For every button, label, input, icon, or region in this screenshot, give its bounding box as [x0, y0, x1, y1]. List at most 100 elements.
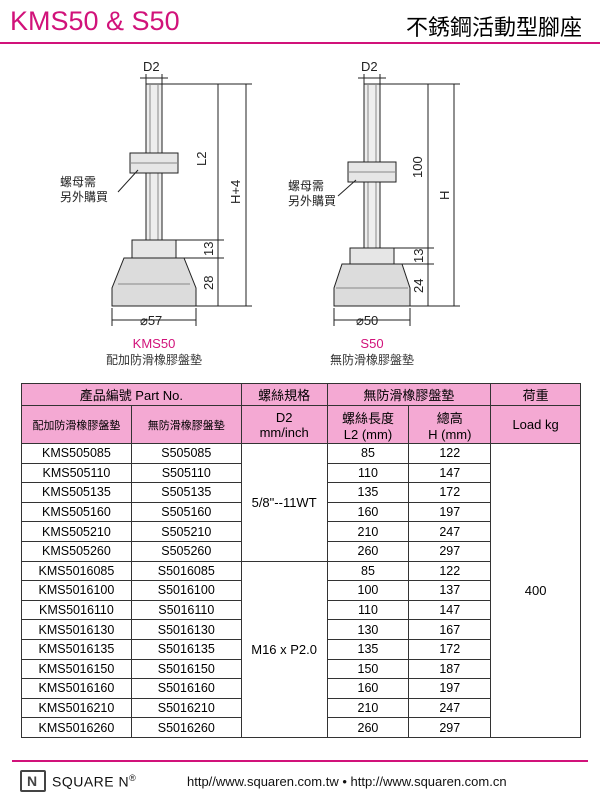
header-h: 總高 H (mm) [408, 405, 492, 444]
part-no-without-pad: S5016210 [130, 697, 242, 719]
header-d2-label: D2 [275, 409, 293, 425]
header-load-kg: Load kg [490, 405, 581, 444]
s50-d2-label: D2 [361, 59, 378, 74]
drawings-svg: D2 L2 H+4 13 28 ⌀57 螺母需 另外購買 D2 100 H 13… [60, 59, 460, 328]
s50-base [333, 263, 411, 307]
header-divider [0, 42, 600, 44]
part-no-without-pad: S5016160 [130, 678, 242, 699]
spec-table: 產品編號 Part No. 螺絲規格 無防滑橡膠盤墊 荷重 配加防滑橡膠盤墊 無… [21, 383, 581, 738]
part-no-without-pad: S505160 [130, 501, 242, 523]
kms50-dia-label: ⌀57 [140, 313, 162, 328]
s50-drawing [333, 74, 460, 326]
total-height: 247 [408, 521, 492, 542]
drawing-labels: D2 L2 H+4 13 28 ⌀57 螺母需 另外購買 D2 100 H 13… [60, 59, 452, 328]
screw-length: 110 [326, 599, 410, 621]
part-no-without-pad: S5016100 [130, 580, 242, 601]
kms50-l2-label: L2 [194, 152, 209, 166]
screw-length: 135 [326, 482, 410, 503]
part-no-without-pad: S505085 [130, 443, 242, 464]
total-height: 297 [408, 717, 492, 738]
total-height: 137 [408, 580, 492, 601]
part-no-with-pad: KMS5016085 [21, 560, 132, 582]
page-header: KMS50 & S50 不銹鋼活動型腳座 [0, 0, 600, 44]
s50-24-label: 24 [411, 279, 426, 293]
screw-length: 260 [326, 717, 410, 738]
part-no-with-pad: KMS505260 [21, 540, 132, 562]
page-footer: N SQUARE N® http//www.squaren.com.tw • h… [12, 768, 588, 796]
part-no-without-pad: S5016110 [130, 599, 242, 621]
product-title: KMS50 & S50 [10, 6, 180, 36]
screw-length: 85 [326, 443, 410, 464]
header-d2: D2 mm/inch [240, 405, 328, 444]
header-no-pad: 無防滑橡膠盤墊 [326, 383, 492, 406]
screw-length: 210 [326, 521, 410, 542]
total-height: 197 [408, 678, 492, 699]
part-no-with-pad: KMS5016110 [21, 599, 132, 621]
part-no-without-pad: S5016130 [130, 619, 242, 640]
total-height: 187 [408, 658, 492, 680]
website-urls: http//www.squaren.com.tw • http://www.sq… [187, 774, 507, 789]
screw-length: 85 [326, 560, 410, 582]
part-no-without-pad: S505210 [130, 521, 242, 542]
header-thread-spec: 螺絲規格 [240, 383, 328, 406]
kms50-hex [131, 239, 177, 259]
part-no-with-pad: KMS505135 [21, 482, 132, 503]
part-no-without-pad: S5016260 [130, 717, 242, 738]
part-no-with-pad: KMS5016160 [21, 678, 132, 699]
kms50-base [111, 257, 197, 307]
screw-length: 100 [326, 580, 410, 601]
total-height: 172 [408, 482, 492, 503]
total-height: 167 [408, 619, 492, 640]
part-no-without-pad: S5016085 [130, 560, 242, 582]
screw-length: 160 [326, 678, 410, 699]
part-no-with-pad: KMS5016150 [21, 658, 132, 680]
kms50-description: 配加防滑橡膠盤墊 [105, 353, 202, 367]
part-no-without-pad: S5016150 [130, 658, 242, 680]
header-l2: 螺絲長度 L2 (mm) [326, 405, 410, 444]
s50-caption: S50 無防滑橡膠盤墊 [302, 336, 442, 368]
part-no-with-pad: KMS5016135 [21, 638, 132, 660]
part-no-with-pad: KMS505160 [21, 501, 132, 523]
square-n-logo: N [20, 770, 46, 792]
total-height: 197 [408, 501, 492, 523]
kms50-nut-note-1: 螺母需 [60, 175, 96, 189]
kms50-nut-note-2: 另外購買 [60, 190, 108, 204]
part-no-without-pad: S505260 [130, 540, 242, 562]
screw-length: 150 [326, 658, 410, 680]
total-height: 122 [408, 443, 492, 464]
screw-length: 135 [326, 638, 410, 660]
header-l2-unit: L2 (mm) [343, 426, 393, 442]
s50-dia-label: ⌀50 [356, 313, 378, 328]
kms50-drawing [111, 74, 252, 326]
s50-h-label: H [437, 191, 452, 200]
screw-length: 260 [326, 540, 410, 562]
part-no-with-pad: KMS5016100 [21, 580, 132, 601]
header-d2-unit: mm/inch [259, 424, 309, 440]
header-l2-label: 螺絲長度 [341, 410, 394, 426]
kms50-d2-label: D2 [143, 59, 160, 74]
header-h-unit: H (mm) [428, 426, 472, 442]
part-no-without-pad: S505135 [130, 482, 242, 503]
s50-nut-note-2: 另外購買 [288, 194, 336, 208]
screw-length: 110 [326, 462, 410, 484]
header-part-no: 產品編號 Part No. [21, 383, 242, 406]
header-without-pad: 無防滑橡膠盤墊 [130, 405, 242, 444]
footer-divider [12, 760, 588, 762]
total-height: 172 [408, 638, 492, 660]
screw-length: 210 [326, 697, 410, 719]
part-no-with-pad: KMS505210 [21, 521, 132, 542]
total-height: 297 [408, 540, 492, 562]
kms50-caption: KMS50 配加防滑橡膠盤墊 [84, 336, 224, 368]
load-kg: 400 [490, 443, 581, 738]
brand-name: SQUARE N® [52, 773, 137, 790]
part-no-with-pad: KMS505110 [21, 462, 132, 484]
total-height: 122 [408, 560, 492, 582]
s50-hex [349, 247, 395, 265]
kms50-28-label: 28 [201, 276, 216, 290]
